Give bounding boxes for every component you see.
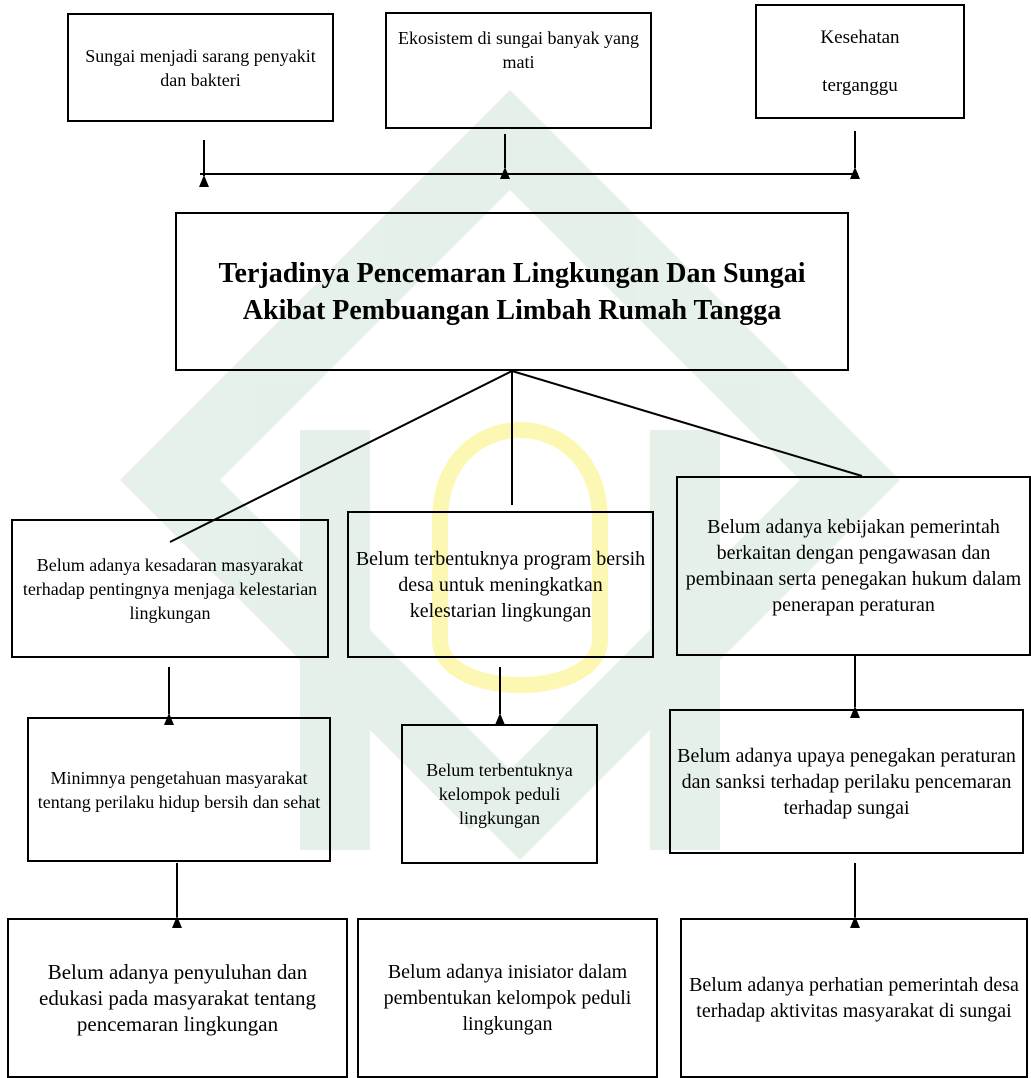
main-problem-text: Terjadinya Pencemaran Lingkungan Dan Sun… [218,257,806,326]
cause-program-text: Belum terbentuknya program bersih desa u… [355,547,646,622]
cause-enforcement-box: Belum adanya upaya penegakan peraturan d… [669,709,1024,854]
root-education-text: Belum adanya penyuluhan dan edukasi pada… [39,960,316,1036]
root-attention-box: Belum adanya perhatian pemerintah desa t… [680,918,1028,1078]
effect-box-health-line1: Kesehatan [820,26,900,48]
watermark-ring [432,422,608,693]
effect-box-disease-text: Sungai menjadi sarang penyakit dan bakte… [85,45,316,90]
cause-group-text: Belum terbentuknya kelompok peduli lingk… [426,760,573,828]
watermark-right-bar [650,430,720,850]
root-attention-text: Belum adanya perhatian pemerintah desa t… [689,974,1019,1022]
root-education-box: Belum adanya penyuluhan dan edukasi pada… [7,918,348,1078]
cause-knowledge-box: Minimnya pengetahuan masyarakat tentang … [27,717,331,862]
cause-policy-box: Belum adanya kebijakan pemerintah berkai… [676,476,1031,656]
effect-box-ecosystem-text: Ekosistem di sungai banyak yang mati [398,28,639,72]
effect-box-disease: Sungai menjadi sarang penyakit dan bakte… [67,13,334,122]
root-initiator-box: Belum adanya inisiator dalam pembentukan… [357,918,658,1078]
root-initiator-text: Belum adanya inisiator dalam pembentukan… [383,961,632,1035]
watermark-left-bar [300,430,370,850]
effect-box-ecosystem: Ekosistem di sungai banyak yang mati [385,12,652,129]
cause-group-box: Belum terbentuknya kelompok peduli lingk… [401,724,598,864]
effect-box-health-line2: terganggu [822,74,898,96]
link-main-left [169,370,513,543]
cause-awareness-box: Belum adanya kesadaran masyarakat terhad… [11,519,329,658]
cause-program-box: Belum terbentuknya program bersih desa u… [347,511,654,658]
cause-policy-text: Belum adanya kebijakan pemerintah berkai… [685,516,1022,616]
cause-knowledge-text: Minimnya pengetahuan masyarakat tentang … [37,767,321,812]
main-problem-box: Terjadinya Pencemaran Lingkungan Dan Sun… [175,212,849,371]
watermark-left-diamond [120,90,560,830]
cause-enforcement-text: Belum adanya upaya penegakan peraturan d… [677,744,1016,819]
effect-box-health: Kesehatan terganggu [755,4,965,119]
watermark-right-diamond [470,100,900,860]
link-main-right [511,370,863,477]
cause-awareness-text: Belum adanya kesadaran masyarakat terhad… [22,554,318,623]
